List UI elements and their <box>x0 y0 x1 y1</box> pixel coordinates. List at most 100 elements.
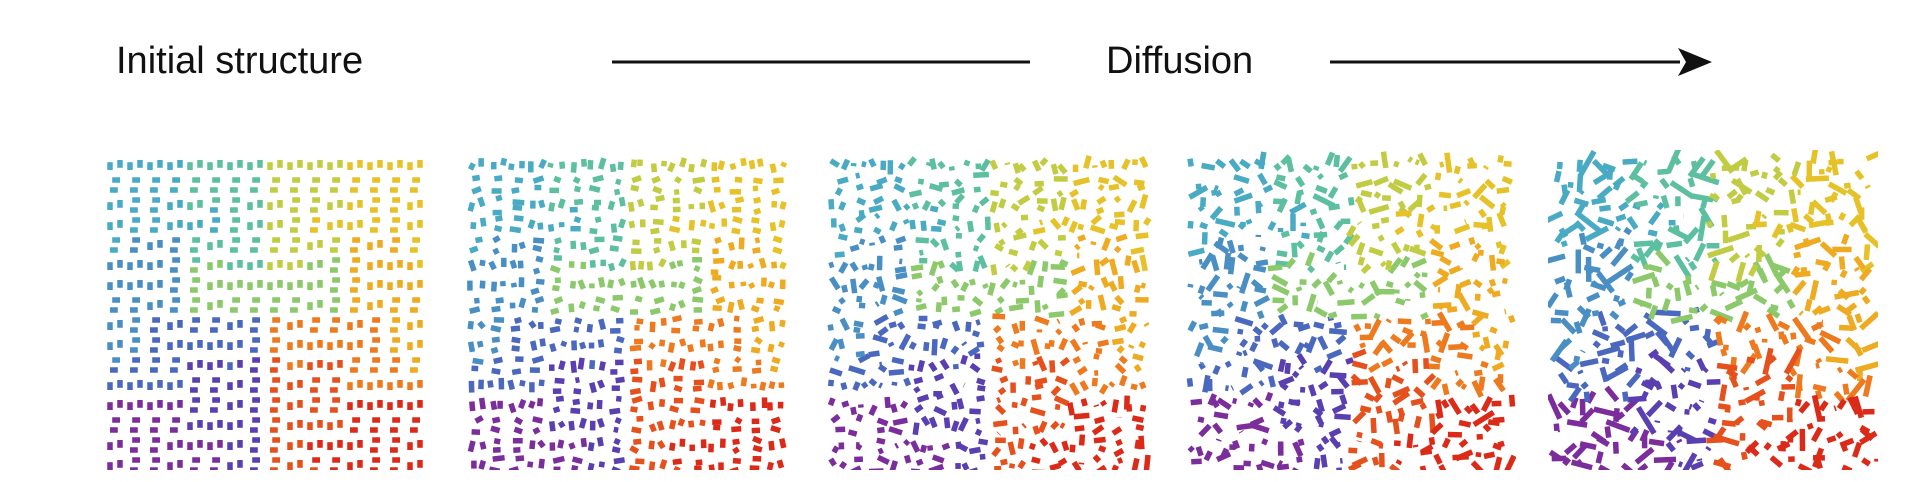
curve-segment <box>532 237 545 244</box>
curve-segment <box>888 368 905 376</box>
curve-segment <box>837 233 848 241</box>
curve-segment <box>995 335 1005 345</box>
curve-segment <box>1714 150 1735 174</box>
curve-segment <box>756 297 764 304</box>
curve-segment <box>1112 174 1128 188</box>
curve-segment <box>1614 239 1623 251</box>
curve-segment <box>1399 255 1411 268</box>
curve-segment <box>668 442 676 452</box>
curve-segment <box>589 359 596 370</box>
curve-segment <box>853 320 864 328</box>
curve-segment <box>847 429 858 437</box>
curve-segment <box>478 397 486 410</box>
curve-segment <box>1069 188 1080 198</box>
curve-segment <box>1622 391 1629 402</box>
curve-segment <box>1613 408 1620 422</box>
curve-segment <box>1238 429 1244 434</box>
curve-segment <box>1232 439 1241 450</box>
curve-segment <box>1121 158 1131 171</box>
curve-segment <box>1624 190 1640 204</box>
curve-segment <box>1097 183 1105 192</box>
curve-segment <box>493 356 504 365</box>
curve-segment <box>553 175 562 184</box>
curve-segment <box>707 378 715 389</box>
curve-segment <box>539 338 546 347</box>
curve-segment <box>1096 464 1107 470</box>
curve-segment <box>1111 426 1123 436</box>
curve-segment <box>1777 390 1786 402</box>
curve-segment <box>960 354 969 365</box>
curve-segment <box>1458 341 1469 351</box>
curve-segment <box>849 244 860 253</box>
curve-segment <box>1553 423 1560 432</box>
curve-segment <box>1436 267 1450 279</box>
curve-segment <box>1724 298 1744 312</box>
curve-segment <box>1765 186 1776 196</box>
curve-segment <box>869 182 884 192</box>
curve-segment <box>1473 221 1489 229</box>
curve-segment <box>711 176 720 183</box>
curve-segment <box>673 466 681 470</box>
curve-segment <box>1596 345 1621 357</box>
curve-segment <box>1226 301 1234 309</box>
curve-segment <box>1580 381 1589 390</box>
curve-segment <box>692 385 702 392</box>
curve-segment <box>1116 345 1125 354</box>
curve-segment <box>629 387 642 396</box>
curve-segment <box>1291 370 1300 379</box>
curve-segment <box>1385 259 1393 271</box>
curve-segment <box>595 296 606 305</box>
curve-segment <box>779 319 786 328</box>
curve-segment <box>1729 376 1739 388</box>
curve-segment <box>1276 197 1288 214</box>
curve-segment <box>560 340 568 348</box>
curve-segment <box>1508 394 1516 407</box>
curve-segment <box>1430 376 1442 391</box>
curve-segment <box>1735 193 1744 203</box>
curve-segment <box>1697 215 1707 242</box>
curve-segment <box>629 465 640 470</box>
curve-segment <box>890 403 898 414</box>
curve-segment <box>547 162 554 169</box>
curve-segment <box>1478 344 1487 352</box>
curve-segment <box>1776 269 1787 279</box>
curve-segment <box>731 227 741 235</box>
curve-segment <box>472 357 484 365</box>
curve-segment <box>1108 381 1116 388</box>
curve-segment <box>1765 354 1777 366</box>
curve-segment <box>518 398 527 410</box>
curve-segment <box>656 440 666 450</box>
curve-segment <box>1074 243 1081 251</box>
curve-segment <box>693 186 703 195</box>
curve-segment <box>1800 267 1808 274</box>
curve-segment <box>1838 324 1854 331</box>
curve-segment <box>509 259 518 270</box>
curve-segment <box>1082 341 1089 346</box>
curve-segment <box>477 196 486 208</box>
curve-segment <box>688 219 696 231</box>
curve-segment <box>1005 263 1011 268</box>
curve-segment <box>931 454 945 464</box>
curve-segment <box>994 306 1004 316</box>
curve-segment <box>894 266 907 274</box>
curve-segment <box>937 198 947 208</box>
curve-segment <box>527 461 534 468</box>
curve-segment <box>1188 184 1209 200</box>
curve-segment <box>852 381 861 392</box>
curve-segment <box>1327 311 1338 320</box>
curve-segment <box>768 440 775 451</box>
curve-segment <box>630 280 637 288</box>
curve-segment <box>1364 392 1376 402</box>
curve-segment <box>1303 342 1312 350</box>
curve-segment <box>673 176 683 184</box>
curve-segment <box>1596 435 1610 447</box>
curve-segment <box>1458 419 1472 428</box>
curve-segment <box>903 438 911 447</box>
curve-segment <box>1794 374 1803 399</box>
curve-segment <box>1250 278 1264 291</box>
curve-segment <box>1061 440 1070 452</box>
curve-segment <box>574 377 580 384</box>
curve-segment <box>1215 308 1225 318</box>
curve-segment <box>1392 418 1401 435</box>
